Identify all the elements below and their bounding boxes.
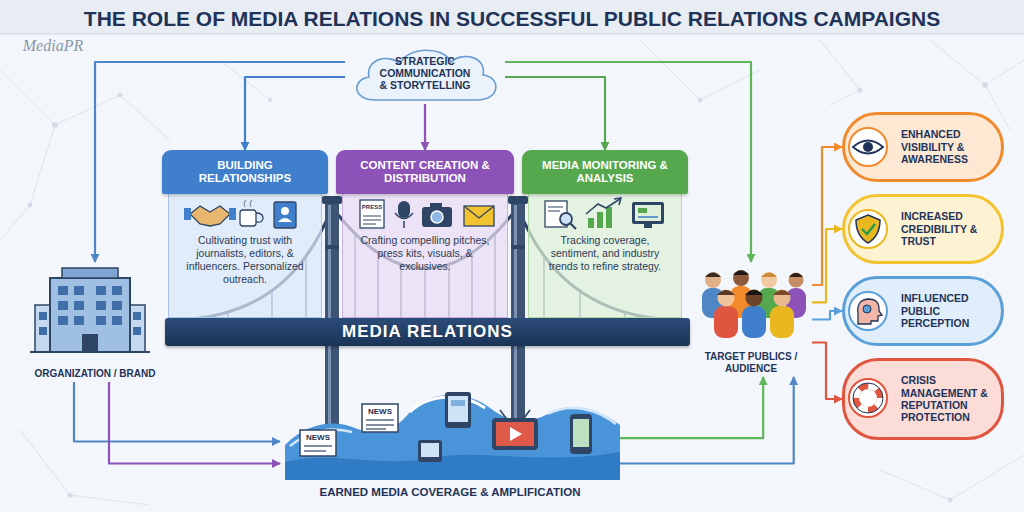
connector-arrow — [424, 104, 426, 150]
node-label: TARGET PUBLICS / AUDIENCE — [690, 351, 812, 375]
cloud-label: STRATEGIC COMMUNICATION & STORYTELLING — [375, 55, 475, 91]
connector-arrow — [620, 377, 794, 464]
cloud-shape — [357, 50, 496, 100]
title-band — [0, 0, 1024, 34]
connector-arrow — [245, 77, 345, 150]
pillar-header: BUILDING RELATIONSHIPS — [162, 150, 328, 194]
connector-arrow — [74, 382, 280, 442]
media-icons — [300, 392, 592, 462]
outcome-label: INCREASED CREDIBILITY & TRUST — [901, 210, 995, 247]
cloud-node: STRATEGIC COMMUNICATION & STORYTELLING — [345, 44, 505, 104]
connector-arrow — [812, 229, 842, 302]
pillar-heading: BUILDING RELATIONSHIPS — [170, 159, 320, 185]
node-label: ORGANIZATION / BRAND — [35, 368, 156, 380]
network-pattern — [0, 40, 1024, 505]
connector-arrow — [109, 382, 280, 464]
pillar-box: Crafting compelling pitches, press kits,… — [342, 150, 508, 318]
pillar-description: Crafting compelling pitches, press kits,… — [361, 234, 490, 272]
connector-arrow — [620, 377, 763, 438]
pillar-body: Cultivating trust with journalists, edit… — [168, 194, 322, 318]
outcome-pill: INFLUENCED PUBLIC PERCEPTION — [842, 276, 1004, 346]
connector-arrow — [505, 77, 605, 150]
outcome-label: INFLUENCED PUBLIC PERCEPTION — [901, 292, 995, 329]
pillar-description: Cultivating trust with journalists, edit… — [186, 234, 303, 285]
pillar-description: Tracking coverage, sentiment, and indust… — [549, 234, 661, 272]
node-label: MEDIA RELATIONS — [342, 322, 513, 342]
bridge-tower — [322, 196, 342, 435]
icon-caption: NEWS — [300, 432, 336, 443]
bridge-tower — [508, 196, 528, 435]
outcome-label: ENHANCED VISIBILITY & AWARENESS — [901, 128, 995, 165]
outcome-label: CRISIS MANAGEMENT & REPUTATION PROTECTIO… — [901, 374, 995, 424]
title-rule — [0, 34, 1024, 35]
pillar-heading: MEDIA MONITORING & ANALYSIS — [530, 159, 680, 185]
pillar-body: Crafting compelling pitches, press kits,… — [342, 194, 508, 318]
pillar-heading: CONTENT CREATION & DISTRIBUTION — [344, 159, 506, 185]
wave-illustration — [285, 395, 620, 480]
outcome-pill: ENHANCED VISIBILITY & AWARENESS — [842, 112, 1004, 182]
pillar-body: Tracking coverage, sentiment, and indust… — [528, 194, 682, 318]
connector-arrow — [812, 343, 842, 400]
pillar-box: Tracking coverage, sentiment, and indust… — [528, 150, 682, 318]
icon-caption: NEWS — [362, 406, 398, 417]
organization-node: ORGANIZATION / BRAND — [25, 262, 165, 382]
icon-caption: PRESS — [360, 203, 384, 212]
pillar-header: MEDIA MONITORING & ANALYSIS — [522, 150, 688, 194]
connector-arrow — [812, 311, 842, 320]
earned-media-node: EARNED MEDIA COVERAGE & AMPLIFICATION — [280, 392, 620, 502]
bridge-deck-band: MEDIA RELATIONS — [165, 318, 690, 346]
pillar-box: Cultivating trust with journalists, edit… — [168, 150, 322, 318]
diagram-title: THE ROLE OF MEDIA RELATIONS IN SUCCESSFU… — [0, 7, 1024, 31]
pillar-header: CONTENT CREATION & DISTRIBUTION — [336, 150, 514, 194]
building-illustration — [30, 268, 150, 352]
audience-illustration — [702, 270, 806, 338]
watermark-logo: MediaPR — [8, 37, 98, 59]
outcome-pill: CRISIS MANAGEMENT & REPUTATION PROTECTIO… — [842, 358, 1004, 440]
node-label: EARNED MEDIA COVERAGE & AMPLIFICATION — [320, 486, 581, 498]
audience-node: TARGET PUBLICS / AUDIENCE — [690, 262, 812, 377]
outcome-pill: INCREASED CREDIBILITY & TRUST — [842, 194, 1004, 264]
